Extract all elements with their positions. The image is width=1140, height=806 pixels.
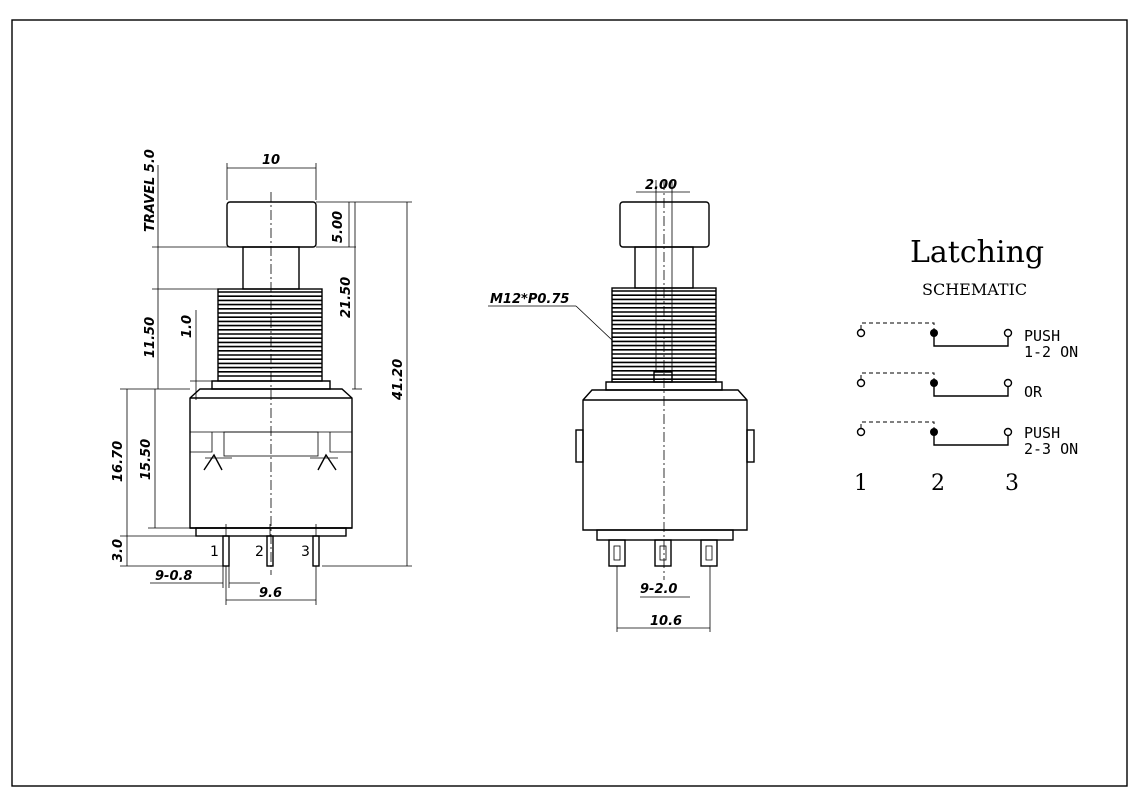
row2-label: OR xyxy=(1024,383,1043,401)
drawing-frame xyxy=(11,19,1128,787)
row1-label-line2: 1-2 ON xyxy=(1024,343,1078,361)
actuator-cap-front xyxy=(619,201,710,248)
schematic-subtitle: SCHEMATIC xyxy=(922,280,1027,299)
dim-pin-width: 9-0.8 xyxy=(155,569,192,584)
dim-pin-span-front: 10.6 xyxy=(650,614,682,629)
thread-spec: M12*P0.75 xyxy=(490,292,569,307)
switch-state-row-1: PUSH 1-2 ON xyxy=(856,322,1078,361)
row3-label-line1: PUSH xyxy=(1024,424,1060,442)
dim-shaft: 2.00 xyxy=(645,178,677,193)
pin-label-2: 2 xyxy=(255,544,264,560)
front-pin-2 xyxy=(654,539,672,567)
pin-2 xyxy=(266,535,274,567)
terminal-3: 3 xyxy=(1005,471,1019,496)
schematic-title: Latching xyxy=(910,235,1044,270)
front-pin-1 xyxy=(608,539,626,567)
terminal-2: 2 xyxy=(931,471,945,496)
dim-body-height: 16.70 xyxy=(111,441,126,482)
dim-pin-span: 9.6 xyxy=(259,586,282,601)
dim-upper-height: 21.50 xyxy=(339,277,354,318)
thread-lines xyxy=(218,291,322,377)
pin-3 xyxy=(312,535,320,567)
dim-travel: TRAVEL 5.0 xyxy=(143,149,158,232)
dim-total-height: 41.20 xyxy=(391,359,406,401)
switch-state-row-3: PUSH 2-3 ON xyxy=(856,421,1078,458)
switch-state-row-2: OR xyxy=(856,372,1043,401)
row3-label-line2: 2-3 ON xyxy=(1024,440,1078,458)
switch-body-front xyxy=(582,389,748,531)
latching-schematic: Latching SCHEMATIC PUSH 1-2 ON OR xyxy=(854,235,1078,496)
dim-thread-step: 1.0 xyxy=(180,315,195,338)
row1-label-line1: PUSH xyxy=(1024,327,1060,345)
dim-pin-pitch: 9-2.0 xyxy=(640,582,677,597)
terminal-1: 1 xyxy=(854,471,868,496)
dim-cap-height: 5.00 xyxy=(331,211,346,243)
pin-label-3: 3 xyxy=(301,544,310,560)
side-view: 1 2 3 10 TRAVEL 5.0 11.50 1.0 5.00 21.50 xyxy=(111,149,412,605)
dim-thread-height: 11.50 xyxy=(143,317,158,358)
front-view: 2.00 M12*P0.75 9-2.0 10.6 xyxy=(488,178,755,632)
pin-1 xyxy=(222,535,230,567)
actuator-cap xyxy=(226,201,317,248)
pin-label-1: 1 xyxy=(210,544,219,560)
dim-pin-length: 3.0 xyxy=(111,539,126,562)
dim-body-inner: 15.50 xyxy=(139,439,154,480)
front-pin-3 xyxy=(700,539,718,567)
dim-top-width: 10 xyxy=(262,153,280,168)
